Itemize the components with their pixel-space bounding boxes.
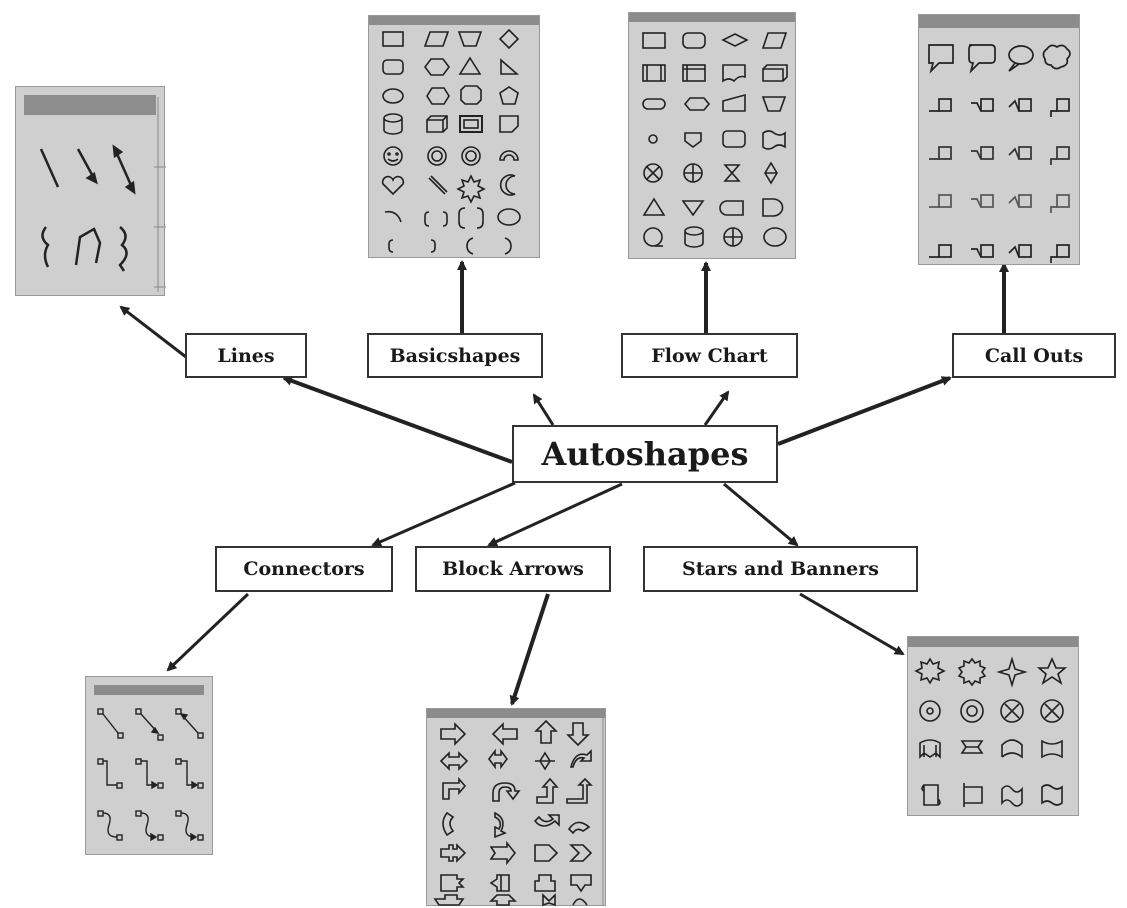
lines-palette-shapes bbox=[39, 97, 166, 292]
label-blockarrows: Block Arrows bbox=[415, 546, 611, 592]
center-label-text: Autoshapes bbox=[541, 435, 749, 473]
label-basicshapes: Basicshapes bbox=[367, 333, 543, 378]
label-lines-text: Lines bbox=[217, 344, 275, 367]
lines-palette-titlebar bbox=[24, 95, 156, 115]
blockarrows-palette bbox=[426, 708, 606, 907]
label-connectors-text: Connectors bbox=[243, 558, 365, 580]
label-lines: Lines bbox=[185, 333, 307, 378]
arrow-lines-to-palette bbox=[119, 305, 187, 359]
arrow-to-stars bbox=[723, 482, 799, 547]
connectors-palette-shapes bbox=[97, 708, 204, 842]
arrow-to-flowchart bbox=[703, 390, 730, 426]
arrow-stars-to-palette bbox=[799, 592, 905, 656]
lines-palette bbox=[15, 86, 166, 296]
flowchart-palette bbox=[628, 12, 796, 259]
connectors-palette bbox=[85, 676, 213, 855]
arrow-to-lines bbox=[282, 376, 513, 464]
basicshapes-palette-titlebar bbox=[369, 16, 539, 25]
label-flowchart-text: Flow Chart bbox=[651, 344, 768, 367]
blockarrows-palette-titlebar bbox=[427, 709, 605, 718]
arrow-connectors-to-palette bbox=[166, 592, 250, 672]
label-flowchart: Flow Chart bbox=[621, 333, 798, 378]
label-callouts-text: Call Outs bbox=[984, 344, 1084, 367]
arrow-to-basicshapes bbox=[532, 393, 555, 426]
label-autoshapes-center: Autoshapes bbox=[512, 425, 778, 483]
flowchart-palette-titlebar bbox=[629, 13, 795, 22]
blockarrows-palette-shapes bbox=[433, 711, 604, 907]
arrow-to-connectors bbox=[371, 481, 516, 547]
stars-palette-titlebar bbox=[908, 637, 1078, 647]
basicshapes-palette-shapes bbox=[381, 28, 521, 255]
arrow-to-callouts bbox=[777, 376, 952, 446]
label-stars: Stars and Banners bbox=[643, 546, 918, 592]
callouts-palette-shapes bbox=[928, 44, 1071, 264]
label-callouts: Call Outs bbox=[952, 333, 1116, 378]
arrow-block-to-palette bbox=[509, 593, 550, 706]
basicshapes-palette bbox=[368, 15, 540, 258]
callouts-palette bbox=[918, 14, 1080, 265]
flowchart-palette-shapes bbox=[642, 32, 788, 248]
label-basicshapes-text: Basicshapes bbox=[389, 344, 521, 367]
label-connectors: Connectors bbox=[215, 546, 393, 592]
stars-palette-shapes bbox=[914, 656, 1068, 807]
callouts-palette-titlebar bbox=[919, 15, 1079, 28]
label-blockarrows-text: Block Arrows bbox=[442, 558, 584, 580]
stars-palette bbox=[907, 636, 1079, 816]
arrow-to-blockarrows bbox=[487, 482, 623, 547]
label-stars-text: Stars and Banners bbox=[682, 558, 879, 580]
connectors-palette-titlebar bbox=[94, 685, 204, 695]
